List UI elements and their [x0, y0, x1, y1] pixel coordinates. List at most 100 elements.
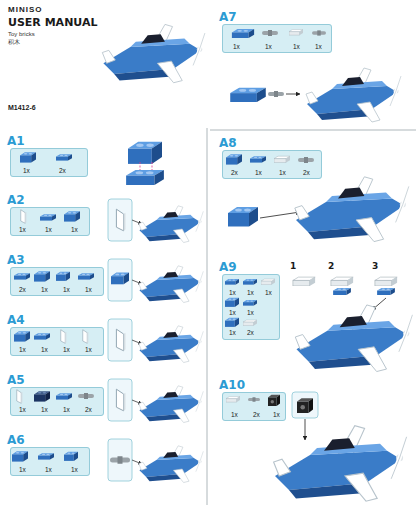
wing-part — [116, 329, 125, 351]
wing-part — [116, 209, 125, 231]
substep-number: 3 — [372, 261, 378, 271]
brick-part — [56, 272, 70, 281]
part-count: 2x — [231, 170, 238, 177]
part-count: 1x — [45, 227, 52, 234]
brand-name: MINISO — [8, 5, 42, 14]
section-divider — [210, 130, 416, 131]
part-count: 1x — [315, 44, 322, 51]
assembly-arrow — [152, 162, 153, 170]
substep-number: 1 — [290, 261, 296, 271]
part-count: 1x — [71, 227, 78, 234]
tile-part — [274, 156, 290, 162]
part-count: 2x — [85, 407, 92, 414]
step-number: A6 — [7, 433, 25, 447]
part-count: 2x — [59, 168, 66, 175]
plate-part — [243, 279, 257, 285]
tile-part — [243, 320, 257, 326]
part-count: 1x — [45, 467, 52, 474]
plane-model — [274, 426, 407, 502]
parts-box: A11x2x — [10, 148, 88, 177]
parts-box: A41x1x1x1x — [10, 327, 104, 356]
assembly-arrow — [305, 419, 306, 440]
pin-part — [78, 393, 94, 399]
substep-number: 2 — [328, 261, 334, 271]
part-count: 1x — [85, 347, 92, 354]
part-count: 1x — [229, 290, 236, 297]
wing-part — [61, 330, 67, 344]
part-count: 2x — [247, 330, 254, 337]
model-number: M1412-6 — [8, 104, 36, 111]
part-count: 1x — [63, 347, 70, 354]
part-count: 1x — [63, 407, 70, 414]
part-count: 2x — [253, 412, 260, 419]
parts-fill — [222, 150, 322, 179]
column-divider — [207, 128, 208, 505]
wing-part — [17, 390, 23, 404]
tile-part — [293, 277, 315, 286]
brick-part — [14, 331, 30, 341]
dark-brick-part — [34, 391, 50, 401]
parts-box: A82x1x1x2x — [222, 150, 322, 179]
brick-part — [34, 271, 50, 281]
parts-box: A91x1x1x1x1x1x2x — [222, 274, 280, 340]
parts-fill — [222, 392, 286, 421]
assembly-arrow — [260, 212, 300, 218]
callout-frame — [108, 259, 132, 301]
product-name: Toy bricks — [8, 31, 35, 37]
part-count: 1x — [71, 467, 78, 474]
part-count: 1x — [19, 347, 26, 354]
pin-part — [298, 157, 314, 163]
brick-part — [128, 142, 162, 164]
callout-frame — [108, 439, 132, 481]
part-count: 1x — [19, 407, 26, 414]
part-count: 1x — [279, 170, 286, 177]
plate-part — [34, 333, 50, 339]
tile-part — [375, 277, 397, 286]
part-count: 2x — [303, 170, 310, 177]
parts-fill — [10, 148, 88, 177]
part-count: 1x — [293, 44, 300, 51]
plate-part — [126, 170, 164, 185]
plate-part — [225, 279, 239, 285]
plate-part — [230, 88, 266, 102]
part-count: 1x — [255, 170, 262, 177]
product-name: 积木 — [8, 39, 20, 46]
brick-part — [111, 273, 129, 285]
brick-part — [20, 152, 36, 162]
tile-part — [226, 397, 240, 403]
plane-model — [139, 206, 204, 243]
step-number: A2 — [7, 193, 25, 207]
pin-part — [248, 397, 260, 402]
wing-part — [21, 210, 27, 224]
brick-part — [225, 318, 239, 327]
part-count: 1x — [19, 467, 26, 474]
plate-part — [56, 393, 72, 399]
part-count: 1x — [273, 412, 280, 419]
tile-part — [331, 277, 353, 286]
parts-fill — [10, 327, 104, 356]
assembly-arrow — [140, 162, 141, 170]
brick-part — [226, 154, 242, 164]
plane-model — [139, 386, 204, 423]
part-count: 1x — [229, 310, 236, 317]
tile-part — [289, 30, 303, 36]
brick-part — [12, 451, 28, 461]
part-count: 1x — [85, 287, 92, 294]
part-count: 1x — [23, 168, 30, 175]
part-count: 1x — [41, 347, 48, 354]
wing-part — [116, 389, 125, 411]
plate-part — [377, 288, 395, 295]
plate-part — [250, 156, 266, 162]
parts-box: A101x2x1x — [222, 392, 286, 421]
plate-part — [232, 29, 254, 38]
part-count: 2x — [19, 287, 26, 294]
part-count: 1x — [63, 287, 70, 294]
step-number: A1 — [7, 134, 25, 148]
part-count: 1x — [265, 44, 272, 51]
brick-part — [228, 207, 258, 227]
manual-title: USER MANUAL — [8, 16, 97, 29]
plane-model — [295, 177, 409, 242]
pin-part — [268, 91, 284, 97]
